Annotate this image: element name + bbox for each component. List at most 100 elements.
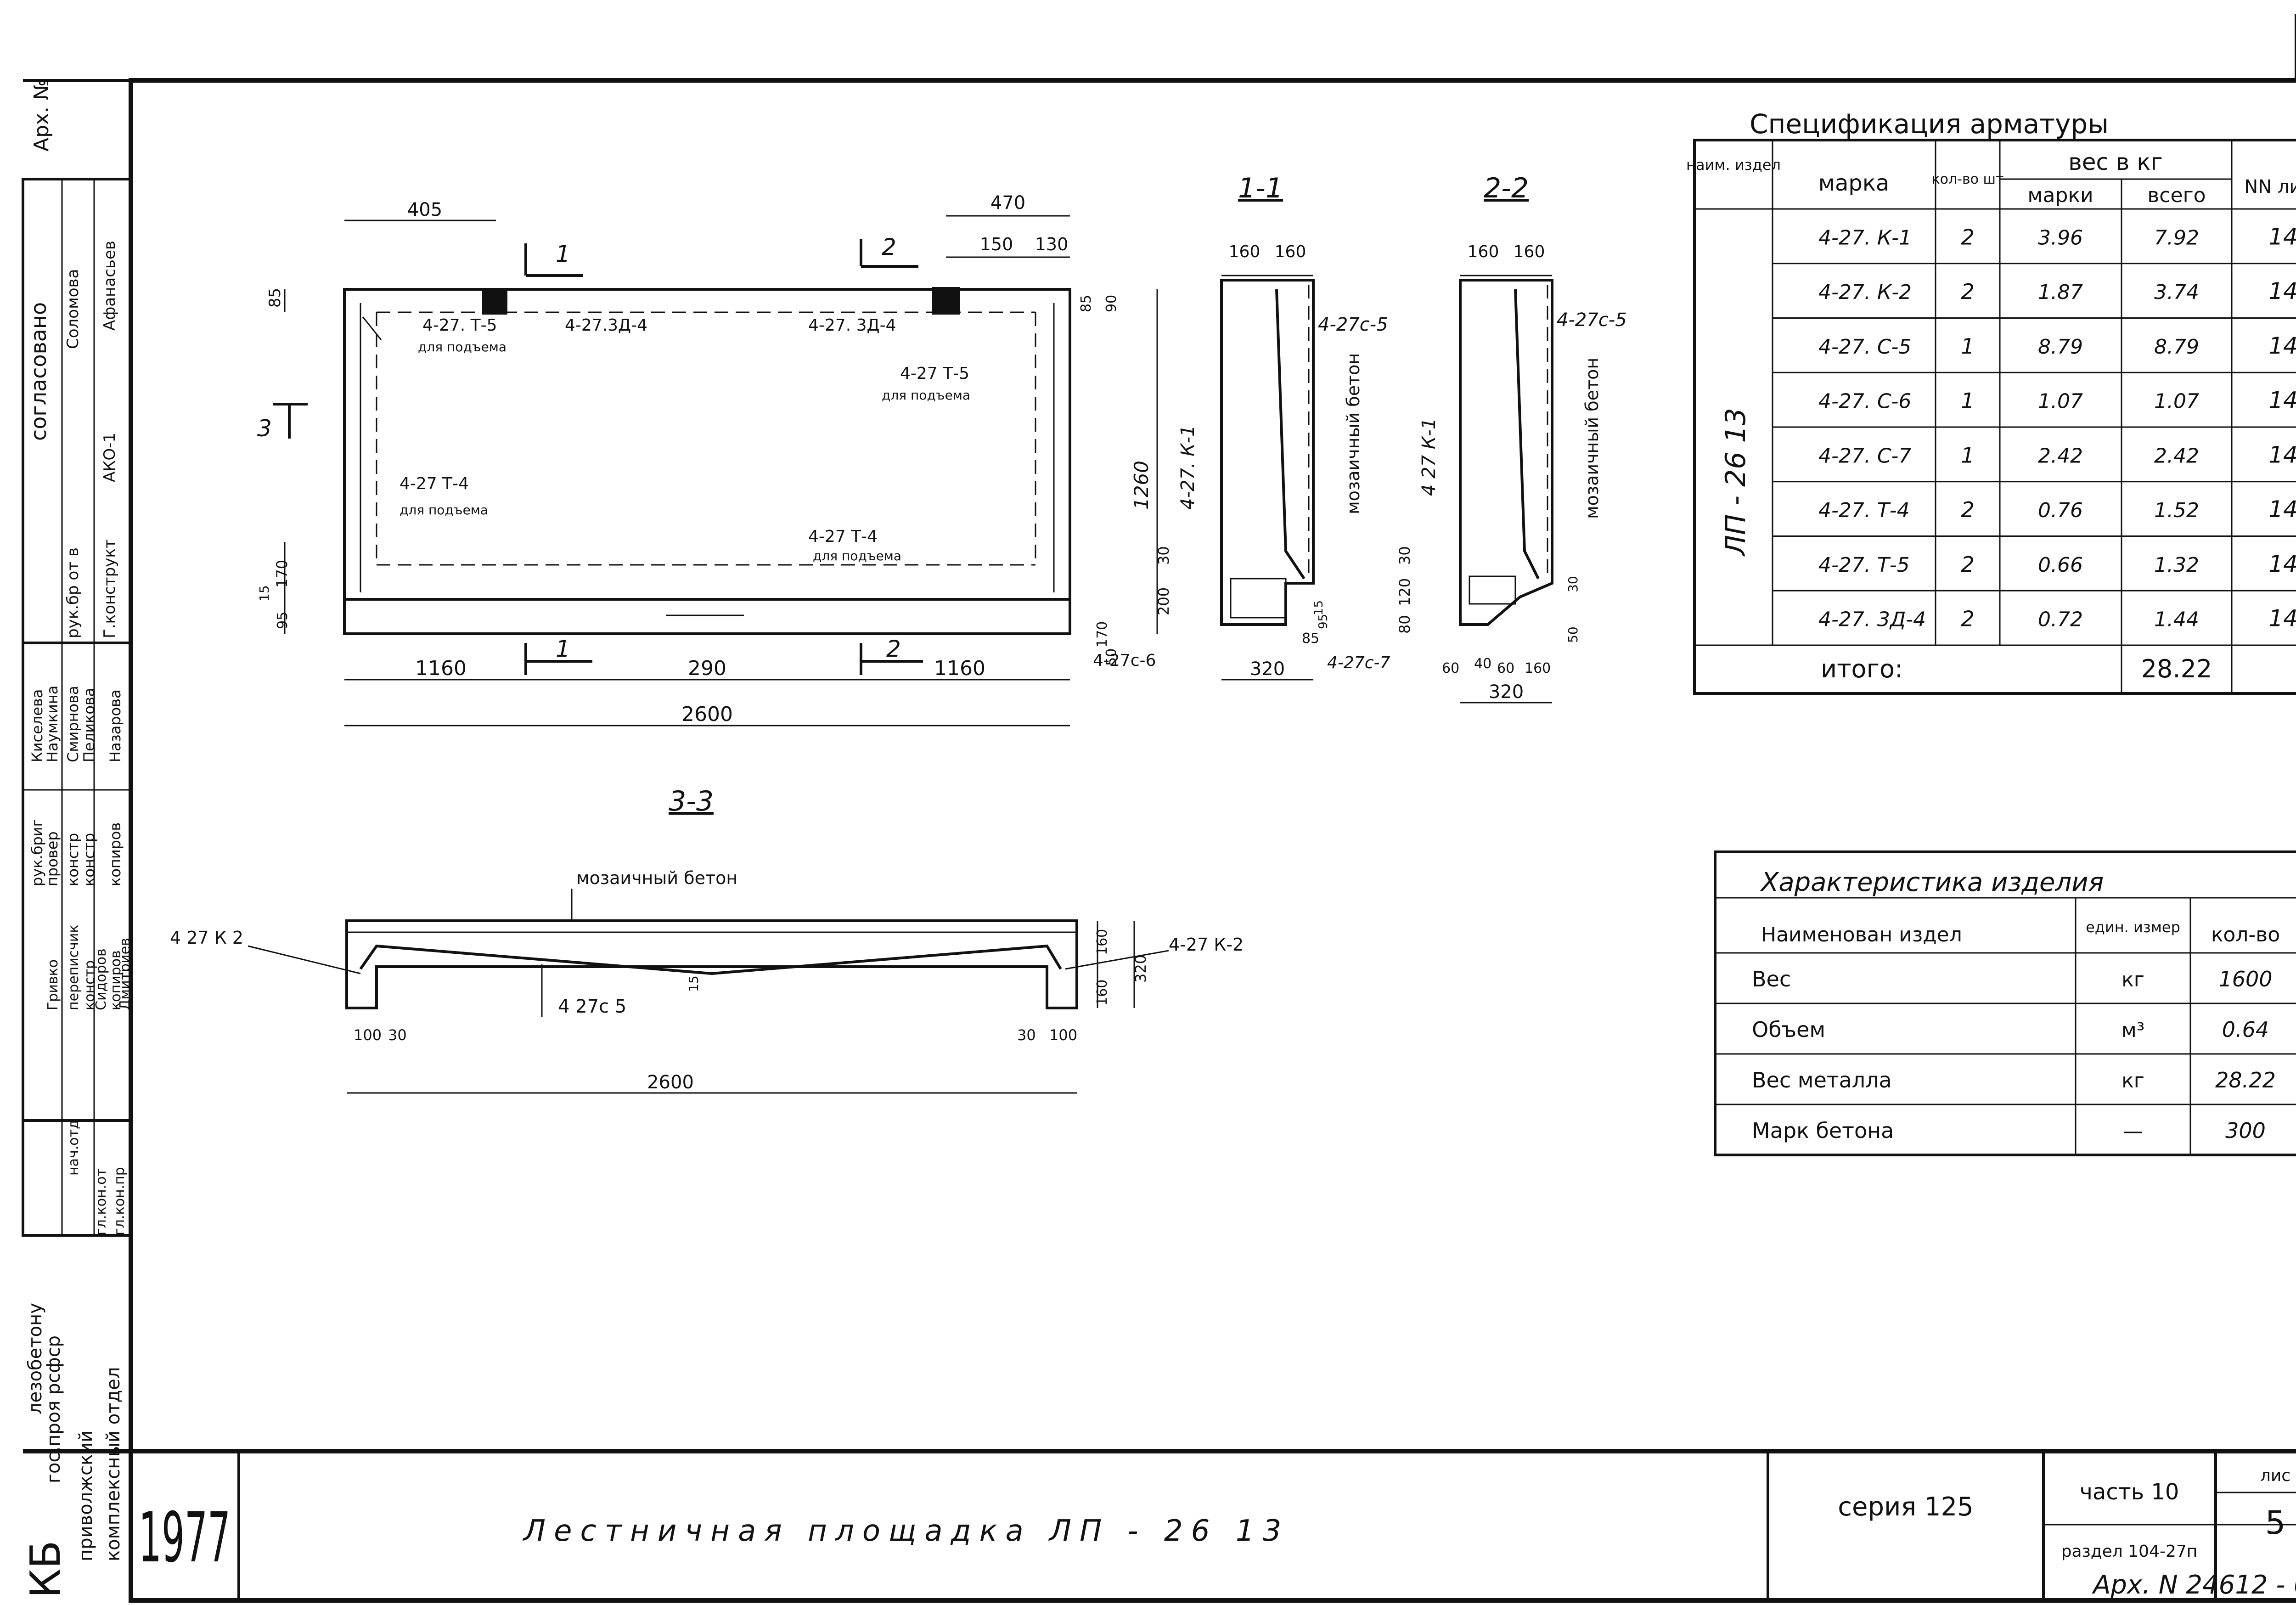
staff-role-7: констр <box>82 960 98 1010</box>
staff-name-2: Наумкина <box>44 686 61 762</box>
s22-dim-60a: 60 <box>1442 660 1459 676</box>
spec-header-weight: вес в кг <box>2068 149 2162 175</box>
spec-row-mark: 4-27. С-5 <box>1818 335 1911 359</box>
staff-role-5: копиров <box>107 822 124 886</box>
plan-label-zd4-right: 4-27. 3Д-4 <box>808 316 896 335</box>
plan-dim-2600: 2600 <box>681 703 733 726</box>
s22-dim-160a: 160 <box>1468 242 1499 261</box>
s22-dim-320: 320 <box>1489 681 1524 703</box>
s11-dim-15: 15 <box>1312 600 1326 615</box>
stamp-organization: лезобетону гос.проя рсфср приволжский ко… <box>25 1303 124 1561</box>
year-text: 1977 <box>139 1498 231 1578</box>
spec-row-weight-mark: 2.42 <box>2038 444 2083 467</box>
s33-label-k2-left: 4 27 К 2 <box>170 928 243 948</box>
plan-dim-90: 90 <box>1103 295 1120 312</box>
char-header-name: Наименован издел <box>1761 923 1962 946</box>
staff-role-4: констр <box>80 833 98 886</box>
spec-row-qty: 2 <box>1961 552 1974 577</box>
stamp-approval-header: согласовано <box>26 302 51 441</box>
left-stamp: Арх. № согласовано рук.бр от в Соломова … <box>22 79 133 1561</box>
s22-dim-40: 40 <box>1474 656 1491 672</box>
spec-row-qty: 1 <box>1961 443 1974 467</box>
staff-role-9: нач.отд <box>66 1120 82 1176</box>
plan-dim-150: 150 <box>980 234 1013 254</box>
sheet-label: лис <box>2260 1466 2290 1485</box>
spec-row-sheet: 14 <box>2268 605 2296 632</box>
spec-table: Спецификация арматуры наим. издел марка … <box>1686 108 2296 695</box>
spec-row-qty: 2 <box>1961 607 1974 631</box>
section-22-title: 2-2 <box>1484 172 1529 204</box>
title-block: КБ 1977 Лестничная площадка ЛП - 26 13 с… <box>22 1449 2296 1600</box>
s22-dim-60b: 60 <box>1497 660 1514 676</box>
plan-dim-95: 95 <box>275 612 291 629</box>
char-header-qty: кол-во <box>2211 923 2280 946</box>
plan-dim-130: 130 <box>1035 234 1069 254</box>
s11-dim-30: 30 <box>1155 546 1172 565</box>
spec-row-mark: 4-27. К-2 <box>1818 281 1912 304</box>
s33-label-c5: 4 27с 5 <box>558 996 626 1017</box>
spec-row-weight-mark: 1.07 <box>2038 390 2083 413</box>
plan-label-t5-left: 4-27. Т-5 <box>422 316 497 335</box>
char-title: Характеристика изделия <box>1760 867 2104 897</box>
section-2-2: 2-2 160 160 320 60 40 60 160 30 120 80 3… <box>1327 172 1627 704</box>
s22-label-c7: 4-27с-7 <box>1327 653 1390 672</box>
spec-row-mark: 4-27. Т-5 <box>1818 553 1910 577</box>
staff-role-8: копиров <box>108 950 124 1010</box>
plan-dim-85: 85 <box>266 288 284 308</box>
spec-row-mark: 4-27. С-6 <box>1818 390 1911 413</box>
stamp-staff-list: рук.бриг Киселева провер Наумкина констр… <box>28 686 133 1235</box>
s33-dim-15: 15 <box>686 975 701 992</box>
section-33-title: 3-3 <box>669 785 714 817</box>
spec-row-weight-mark: 8.79 <box>2038 335 2083 359</box>
embedded-plate-left-icon <box>482 289 507 315</box>
spec-row-weight-total: 1.44 <box>2154 608 2199 631</box>
stamp-archive-label: Арх. № <box>30 79 53 152</box>
s11-dim-160b: 160 <box>1275 242 1306 261</box>
plan-label-t5-right-sub: для подъема <box>882 388 970 403</box>
char-row-name: Вес металла <box>1752 1068 1892 1093</box>
char-row-value: 300 <box>2225 1118 2266 1143</box>
plan-dim-1160-left: 1160 <box>415 657 467 680</box>
spec-row-sheet: 14 <box>2268 278 2296 304</box>
s11-dim-95: 95 <box>1317 614 1330 629</box>
char-row-value: 1600 <box>2218 967 2272 991</box>
staff-role-10: гл.кон.от <box>93 1168 109 1235</box>
spec-row-qty: 2 <box>1961 279 1974 304</box>
s11-label-k1: 4-27. К-1 <box>1177 425 1199 510</box>
s22-dim-160c: 160 <box>1525 660 1551 676</box>
series-text: серия 125 <box>1838 1492 1974 1522</box>
staff-name-3: Смирнова <box>64 686 82 762</box>
spec-header-mark: марка <box>1818 170 1890 196</box>
s11-label-c5: 4-27с-5 <box>1318 314 1388 335</box>
spec-row-qty: 2 <box>1961 225 1974 249</box>
spec-row-weight-total: 1.52 <box>2154 499 2199 522</box>
plan-label-t4-right-sub: для подъема <box>813 548 901 563</box>
spec-row-sheet: 14 <box>2268 441 2296 468</box>
s11-dim-320: 320 <box>1250 659 1285 680</box>
plan-dim-15: 15 <box>257 585 272 602</box>
char-row-name: Объем <box>1752 1017 1825 1042</box>
drawing-title: Лестничная площадка ЛП - 26 13 <box>523 1514 1289 1548</box>
s33-dim-320: 320 <box>1132 955 1149 983</box>
cut-marker-3: 3 <box>257 415 272 442</box>
s22-label-k1: 4 27 К-1 <box>1418 418 1440 496</box>
org-line-2: гос.проя рсфср <box>43 1335 64 1483</box>
spec-row-weight-total: 8.79 <box>2154 335 2199 359</box>
section-1-1: 1-1 160 160 320 30 200 15 95 85 4-27. К-… <box>1155 172 1388 681</box>
staff-name-5: Назарова <box>107 689 124 762</box>
s33-label-k2-right: 4-27 К-2 <box>1169 935 1244 955</box>
spec-row-weight-mark: 0.76 <box>2038 499 2083 522</box>
spec-row-sheet: 14 <box>2268 496 2296 523</box>
char-row-unit: кг <box>2122 1069 2144 1093</box>
stamp-approval-role-3: АКО-1 <box>101 433 119 482</box>
stamp-approval-name-1: Соломова <box>64 269 82 349</box>
plan-dim-405: 405 <box>407 199 442 220</box>
s11-dim-160a: 160 <box>1229 242 1261 261</box>
staff-name-7: Сидоров <box>93 948 109 1010</box>
spec-row-sheet: 14 <box>2268 387 2296 414</box>
spec-row-sheet: 14 <box>2268 332 2296 359</box>
section-11-title: 1-1 <box>1238 172 1283 204</box>
part-text: часть 10 <box>2080 1479 2179 1505</box>
